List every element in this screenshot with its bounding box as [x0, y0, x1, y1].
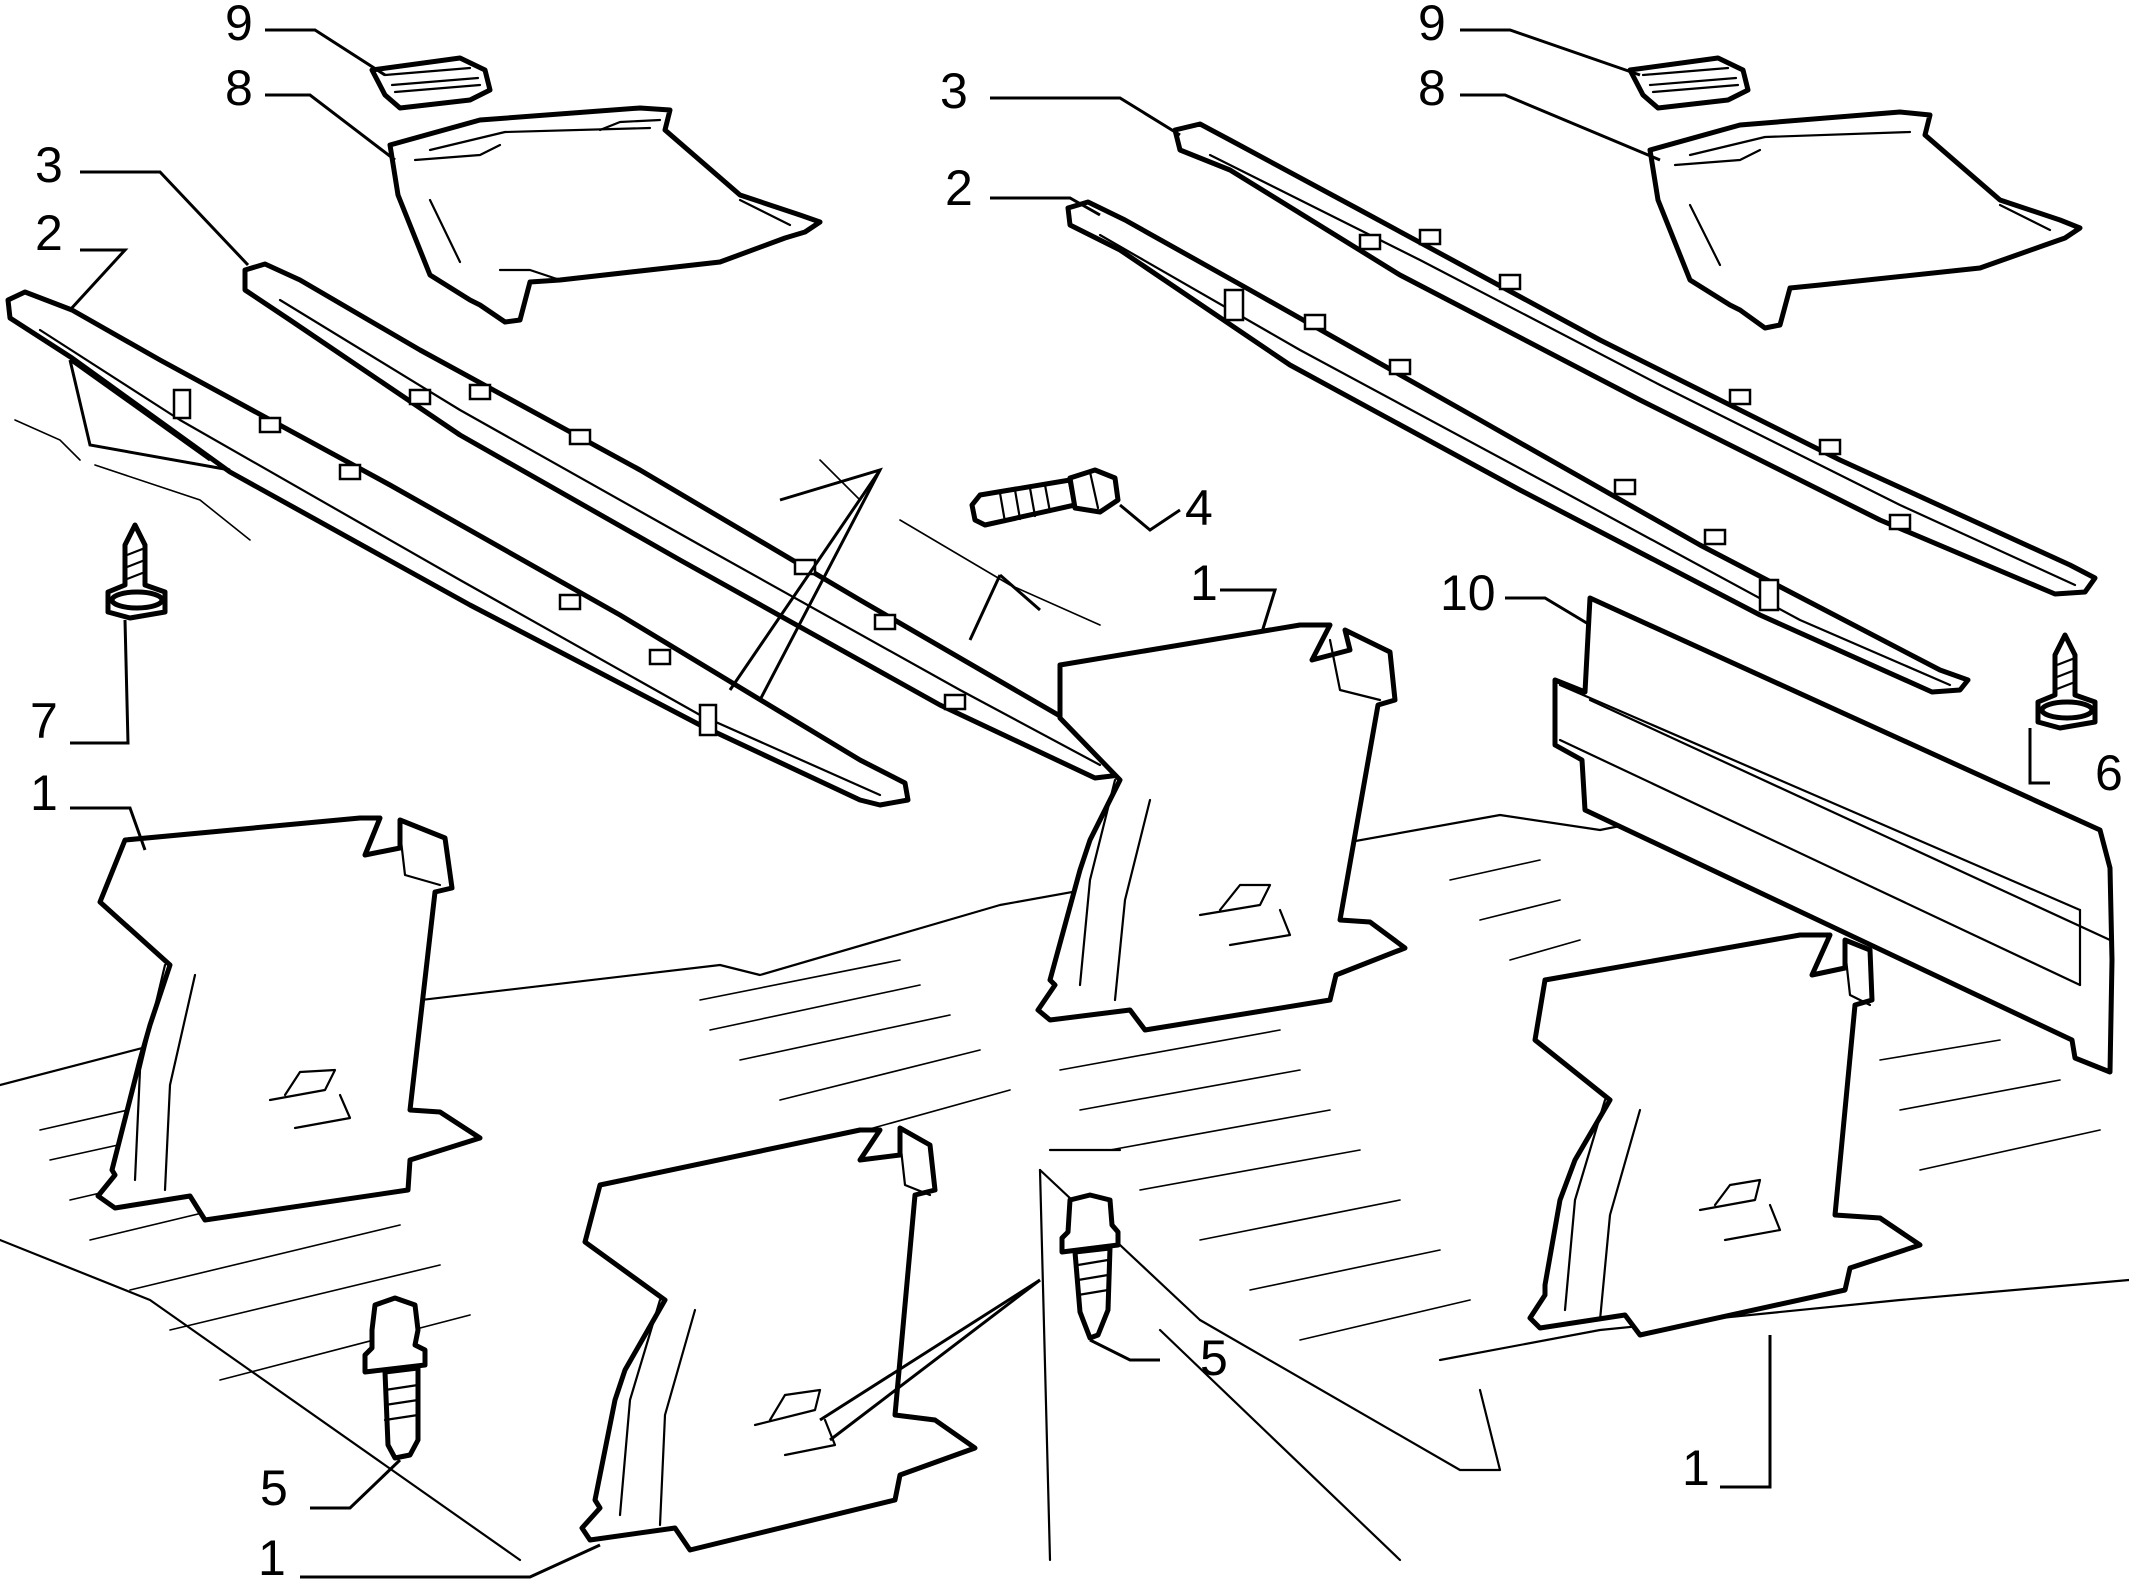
- screw-5-center: [1059, 1192, 1121, 1341]
- callout-1-top-center: 1: [1190, 555, 1218, 611]
- seat-support-1-top-center: [1035, 622, 1408, 1033]
- rail-clip: [1888, 513, 1912, 531]
- seat-support-1-right: [1527, 932, 1923, 1338]
- trim-panel-8-left: [387, 105, 823, 325]
- rail-clip: [1498, 273, 1522, 291]
- callout-8-right: 8: [1418, 60, 1446, 116]
- bolt-4: [969, 467, 1121, 528]
- callout-8-left: 8: [225, 60, 253, 116]
- rail-clip: [943, 693, 967, 711]
- bolt-5-left: [362, 1295, 428, 1461]
- rail-clip: [1758, 578, 1780, 612]
- rail-clip: [408, 388, 432, 406]
- callout-5-left: 5: [260, 1460, 288, 1516]
- rail-clip: [258, 416, 282, 434]
- self-tapping-screw-6: [2035, 632, 2098, 731]
- rail-clip: [1358, 233, 1382, 251]
- callout-10: 10: [1440, 565, 1496, 621]
- leader-lines: [68, 28, 2050, 1579]
- rail-clip: [558, 593, 582, 611]
- rail-clip: [1303, 313, 1327, 331]
- seat-support-1-bottom-center: [579, 1125, 978, 1553]
- callout-4: 4: [1185, 480, 1213, 536]
- rail-clip: [1818, 438, 1842, 456]
- rail-clip: [873, 613, 897, 631]
- rail-clip: [1418, 228, 1442, 246]
- callout-6: 6: [2095, 745, 2123, 801]
- panel-10: [1552, 595, 2115, 1075]
- rail-clip: [172, 388, 192, 420]
- vent-9-right: [1627, 55, 1751, 111]
- callout-9-left: 9: [225, 0, 253, 51]
- rail-clip: [1388, 358, 1412, 376]
- rail-2-right: [1065, 199, 1971, 695]
- rail-clip: [1703, 528, 1727, 546]
- seat-support-1-left: [95, 815, 483, 1223]
- rail-clip: [338, 463, 362, 481]
- rail-clip: [648, 648, 672, 666]
- callout-labels: 9 8 3 2 9 8 3 2 4 1 10 6 7 1 5 5 1 1: [30, 0, 2123, 1580]
- rail-clip: [468, 383, 492, 401]
- vent-9-left: [369, 55, 493, 111]
- callout-2-left: 2: [35, 205, 63, 261]
- callout-3-right: 3: [940, 63, 968, 119]
- callout-3-left: 3: [35, 137, 63, 193]
- self-tapping-screw-7: [105, 522, 168, 621]
- callout-2-right: 2: [945, 160, 973, 216]
- rail-clip: [1223, 288, 1245, 322]
- callout-1-right: 1: [1682, 1440, 1710, 1496]
- rail-clip: [1613, 478, 1637, 496]
- rail-clip: [1728, 388, 1752, 406]
- callout-9-right: 9: [1418, 0, 1446, 51]
- rail-2-left: [5, 289, 911, 808]
- callout-5-center: 5: [1200, 1330, 1228, 1386]
- rail-clip: [698, 703, 718, 737]
- trim-panel-8-right: [1647, 109, 2083, 331]
- callout-1-left: 1: [30, 765, 58, 821]
- rail-3-right: [1172, 121, 2098, 597]
- rail-clip: [568, 428, 592, 446]
- callout-1-bottom: 1: [258, 1530, 286, 1580]
- callout-7: 7: [30, 693, 58, 749]
